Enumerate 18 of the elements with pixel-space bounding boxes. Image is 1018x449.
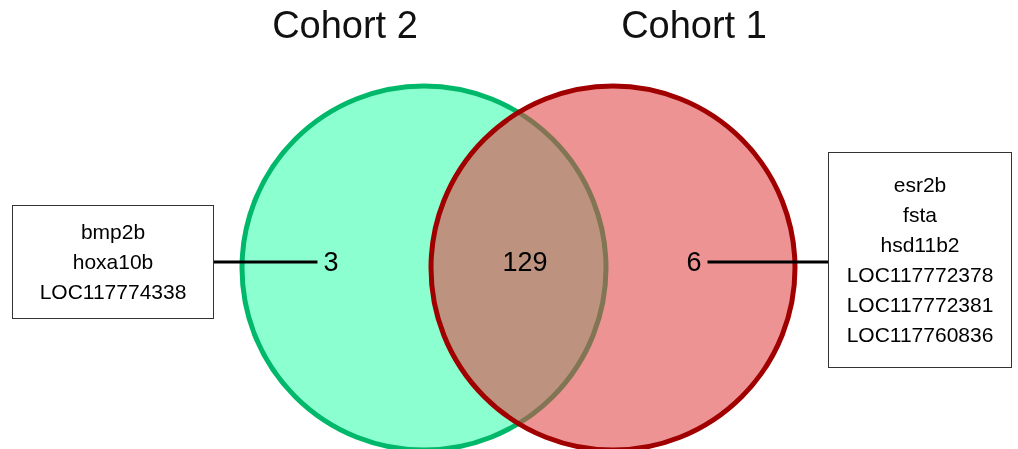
leader-line [214, 260, 318, 264]
gene-name: hsd11b2 [880, 232, 960, 258]
gene-name: LOC117772381 [846, 292, 994, 318]
count-label: 6 [686, 247, 702, 277]
gene-name: bmp2b [80, 219, 146, 245]
gene-name: esr2b [893, 172, 947, 198]
gene-name: fsta [903, 202, 937, 228]
count-label: 129 [502, 247, 548, 277]
count-label: 3 [323, 247, 339, 277]
gene-name: LOC117774338 [39, 279, 187, 305]
set-title: Cohort 1 [621, 4, 767, 47]
set-title: Cohort 2 [272, 4, 418, 47]
gene-list-box [12, 205, 214, 319]
leader-line [707, 260, 828, 264]
gene-name: hoxa10b [72, 249, 154, 275]
gene-name: LOC117760836 [846, 322, 994, 348]
gene-name: LOC117772378 [846, 262, 994, 288]
gene-list-box [828, 152, 1012, 368]
